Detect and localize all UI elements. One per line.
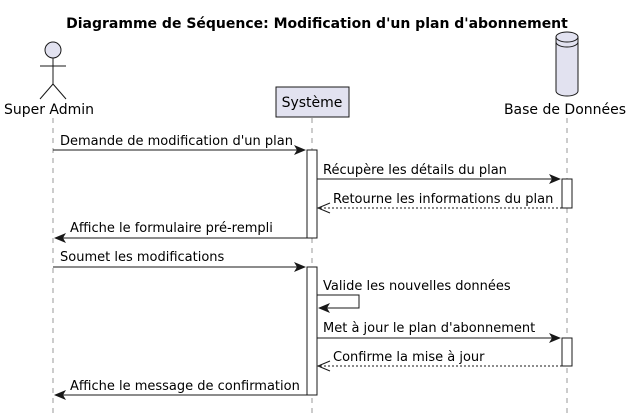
activation-db-1 xyxy=(561,178,573,209)
participant-box-system xyxy=(275,86,350,118)
message-label: Affiche le formulaire pré-rempli xyxy=(70,221,273,236)
arrowhead xyxy=(54,390,66,400)
message-label: Affiche le message de confirmation xyxy=(70,379,300,394)
message-label: Confirme la mise à jour xyxy=(333,350,485,365)
message-label: Retourne les informations du plan xyxy=(333,192,553,207)
diagram-title: Diagramme de Séquence: Modification d'un… xyxy=(66,16,568,32)
arrowhead xyxy=(54,233,66,243)
participant-label-db: Base de Données xyxy=(504,102,626,118)
participant-label-admin: Super Admin xyxy=(4,102,94,118)
message-label: Récupère les détails du plan xyxy=(323,163,507,178)
arrowhead xyxy=(316,202,331,214)
arrowhead xyxy=(549,174,561,184)
message-label: Demande de modification d'un plan xyxy=(60,134,293,149)
arrowhead xyxy=(294,145,306,155)
participant-label-system: Système xyxy=(282,95,343,111)
message-label: Valide les nouvelles données xyxy=(323,279,511,294)
message-label: Soumet les modifications xyxy=(60,250,225,265)
activation-system-2 xyxy=(306,266,318,396)
message-arrow xyxy=(317,294,360,309)
actor-icon xyxy=(39,41,67,100)
arrowhead xyxy=(294,262,306,272)
activation-system-1 xyxy=(306,149,318,239)
database-icon xyxy=(555,31,579,97)
arrowhead xyxy=(549,333,561,343)
arrowhead xyxy=(316,360,331,372)
arrowhead xyxy=(318,303,330,313)
activation-db-2 xyxy=(561,337,573,367)
message-label: Met à jour le plan d'abonnement xyxy=(323,321,535,336)
